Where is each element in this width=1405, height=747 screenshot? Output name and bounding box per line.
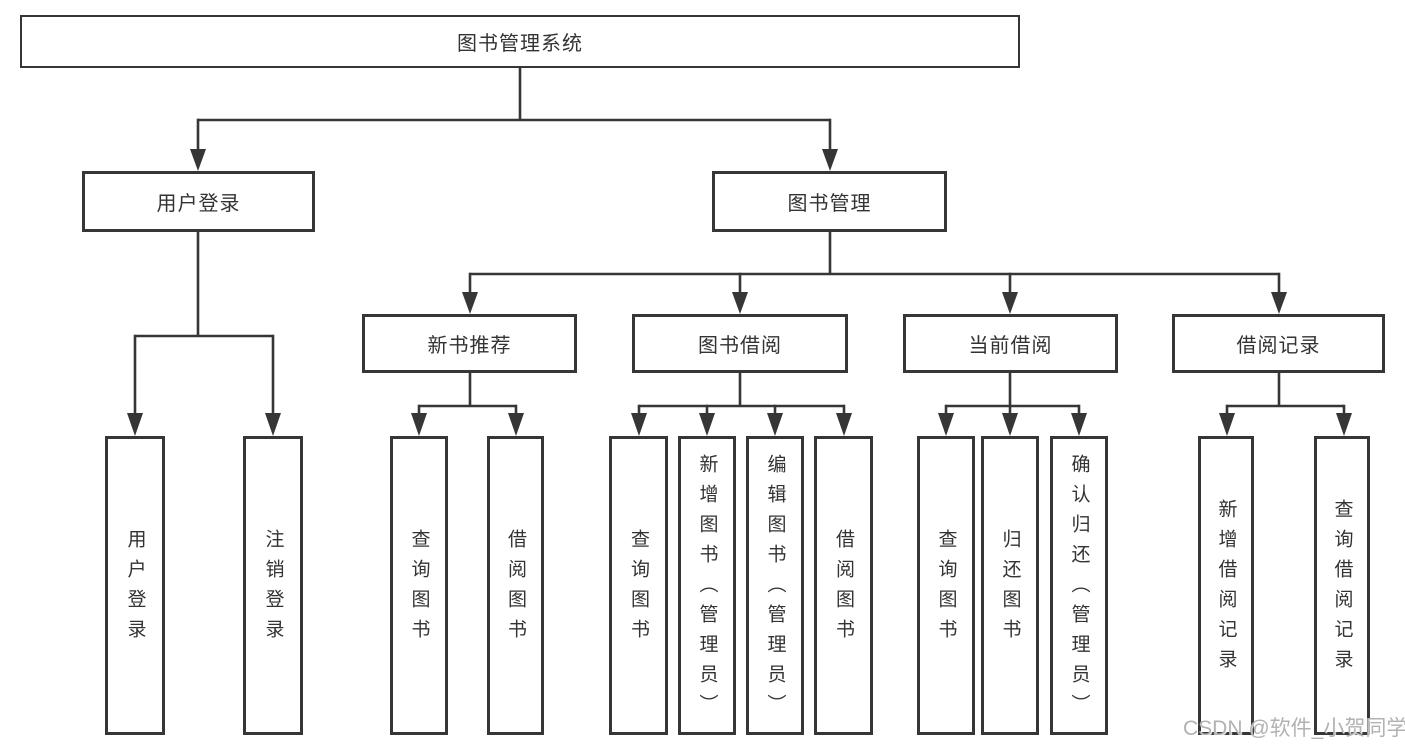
arrowhead xyxy=(836,413,852,436)
leaf-user-login: 用户登录 xyxy=(105,436,165,735)
arrowhead xyxy=(732,292,748,314)
arrowhead xyxy=(1336,413,1352,436)
leaf-bb-add-book-admin: 新增图书（管理员） xyxy=(678,436,736,735)
connector-book-borrow-to-leaves xyxy=(631,373,852,436)
arrowhead xyxy=(767,413,783,436)
arrowhead xyxy=(1002,413,1018,436)
arrowhead xyxy=(265,413,281,436)
leaf-logout: 注销登录 xyxy=(243,436,303,735)
arrowhead xyxy=(938,413,954,436)
arrowhead xyxy=(1002,292,1018,314)
arrowhead xyxy=(1271,292,1287,314)
connector-borrow-record-to-leaves xyxy=(1219,373,1352,436)
arrowhead xyxy=(699,413,715,436)
leaf-bb-edit-book-admin: 编辑图书（管理员） xyxy=(746,436,804,735)
node-book-borrow: 图书借阅 xyxy=(632,314,848,373)
arrowhead xyxy=(631,413,647,436)
connector-book-mgmt-to-level3 xyxy=(462,232,1287,314)
arrowhead xyxy=(1219,413,1235,436)
node-book-management: 图书管理 xyxy=(712,171,947,232)
node-root: 图书管理系统 xyxy=(20,15,1020,68)
connector-user-login-to-leaves xyxy=(127,232,281,436)
leaf-rec-query-book: 查询图书 xyxy=(390,436,448,735)
leaf-cb-confirm-return-admin: 确认归还（管理员） xyxy=(1050,436,1108,735)
leaf-cb-query-book: 查询图书 xyxy=(917,436,975,735)
connector-root-to-level2 xyxy=(190,68,838,171)
leaf-rec-borrow-book: 借阅图书 xyxy=(487,436,544,735)
leaf-bb-query-book: 查询图书 xyxy=(609,436,668,735)
connector-new-book-rec-to-leaves xyxy=(411,373,524,436)
arrowhead xyxy=(508,413,524,436)
node-new-book-recommend: 新书推荐 xyxy=(362,314,577,373)
arrowhead xyxy=(462,292,478,314)
arrowhead xyxy=(1071,413,1087,436)
node-current-borrow: 当前借阅 xyxy=(903,314,1118,373)
node-borrow-record: 借阅记录 xyxy=(1172,314,1385,373)
arrowhead xyxy=(822,149,838,171)
node-user-login: 用户登录 xyxy=(82,171,315,232)
connector-current-borrow-to-leaves xyxy=(938,373,1087,436)
arrowhead xyxy=(190,149,206,171)
csdn-watermark: CSDN @软件_小贺同学 xyxy=(1183,717,1405,740)
arrowhead xyxy=(127,413,143,436)
arrowhead xyxy=(411,413,427,436)
leaf-br-add-record: 新增借阅记录 xyxy=(1198,436,1254,735)
leaf-br-query-record: 查询借阅记录 xyxy=(1314,436,1370,735)
leaf-cb-return-book: 归还图书 xyxy=(981,436,1039,735)
leaf-bb-borrow-book: 借阅图书 xyxy=(814,436,873,735)
